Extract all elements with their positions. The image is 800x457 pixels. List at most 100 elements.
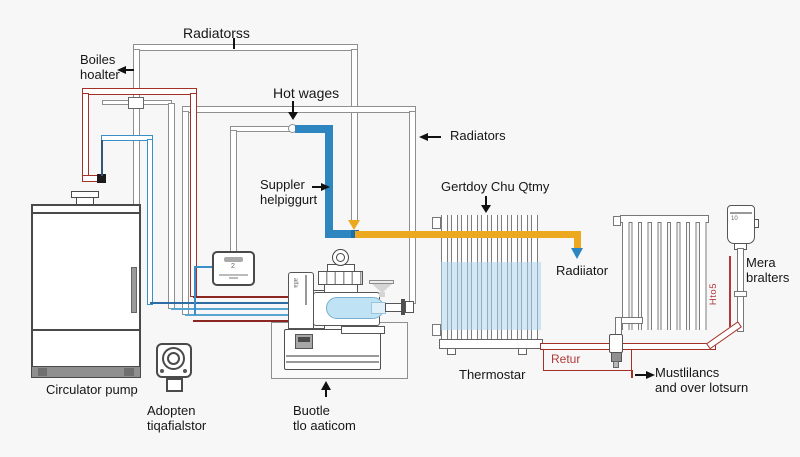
radiator-center-arrow-icon	[481, 205, 491, 213]
thermostat-line	[219, 274, 248, 276]
expansion-tank	[727, 205, 755, 244]
pipe-blue-horizontal	[101, 135, 153, 141]
pump-outlet-cap	[405, 301, 414, 313]
pipe-yellow-drop	[574, 231, 581, 249]
pipe-yellow-horizontal	[355, 231, 581, 238]
boiler-base-notch-right	[124, 368, 134, 376]
tank-marking: 10	[731, 216, 738, 222]
adapter-screw-right	[183, 369, 187, 373]
adapter-foot	[166, 378, 183, 392]
adapter-screw-left	[160, 369, 164, 373]
pipe-red-left-vertical	[82, 93, 89, 182]
wire-cyan-1	[171, 308, 289, 310]
label-radiators-loop: Radiatorss	[183, 25, 250, 41]
pipe-loop-right-vertical	[351, 49, 358, 221]
pipe-hot-blue-vertical	[325, 125, 333, 238]
label-thermostat: Thermostar	[459, 367, 526, 382]
radiators-branch-arrow-stem	[427, 136, 441, 138]
wire-cyan-2	[185, 314, 289, 316]
pipe-loop-left-vertical	[133, 49, 140, 206]
pump-controller	[288, 272, 314, 329]
radiators-branch-arrow-icon	[419, 133, 428, 141]
thermostat-display-value: 2	[231, 263, 235, 270]
thermostat-tick	[229, 277, 238, 279]
wire-thermostat-v	[194, 266, 196, 315]
return-note-arrow-stem	[635, 374, 647, 376]
thermostat-display	[224, 257, 243, 262]
radiator-flow-arrow-icon	[571, 248, 583, 259]
radiator-1-top-cap	[432, 217, 441, 229]
pipe-branch-right-vertical	[409, 111, 416, 304]
label-pump-unit: Buotle tlo aaticom	[293, 403, 356, 433]
radiator-2-left-cap	[613, 216, 621, 226]
adapter-ring-inner	[167, 352, 180, 365]
pump-crown	[318, 271, 363, 285]
pump-crown-neck	[324, 284, 358, 293]
pump-base-chip-bar	[298, 337, 310, 342]
radiator-1-foot-left	[447, 348, 456, 355]
supply-flow-arrow-icon	[348, 220, 360, 230]
pump-base-line-2	[286, 361, 379, 363]
riser-red-line	[729, 256, 731, 327]
pump-unit-arrow-stem	[325, 389, 327, 397]
supply-arrow-stem	[312, 186, 322, 188]
pump-swirl-inner-icon	[336, 253, 345, 262]
label-adapter: Adopten tiqafialstor	[147, 403, 207, 433]
pipe-flange-coupling	[128, 97, 144, 109]
pump-controller-marking: alfa	[292, 278, 298, 288]
return-label-box	[543, 349, 632, 371]
label-return-note: Mustlilancs and over lotsurn	[655, 365, 749, 395]
pipe-hot-blue-bottom	[325, 230, 357, 238]
pipe-blue-riser	[147, 139, 153, 305]
boiler-body	[31, 204, 141, 378]
pipe-thermostat-drop	[230, 130, 237, 252]
pump-unit-arrow-icon	[321, 381, 331, 390]
radiator-1-foot-right	[518, 348, 527, 355]
pump-base-line-1	[286, 355, 379, 357]
pipe-gray-riser-1	[168, 103, 175, 309]
pipe-return-diagonal	[705, 321, 742, 350]
valve-body	[609, 334, 623, 353]
thermostat-controller	[212, 251, 255, 286]
radiator-1-water-level	[441, 262, 541, 330]
pipe-blue-drop-line	[101, 140, 103, 176]
tank-side-tab	[754, 219, 759, 228]
return-note-drop-line	[631, 370, 633, 378]
pipe-gray-riser-2	[182, 111, 189, 315]
pump-funnel	[372, 284, 392, 293]
pipe-branch-horizontal	[182, 106, 416, 113]
label-boiler: Circulator pump	[46, 382, 138, 397]
radiator-2-fins	[622, 222, 708, 330]
boiler-heater-arrow-icon	[117, 66, 126, 74]
boiler-divider-line	[33, 329, 139, 331]
radiator-1-bottom-cap	[432, 324, 441, 336]
valve-stem	[613, 361, 619, 368]
label-riser: Hto5	[708, 283, 719, 306]
pump-lower-step	[341, 326, 385, 334]
pipe-loop-top	[133, 44, 358, 51]
pump-controller-divider	[305, 275, 307, 305]
boiler-base-band	[31, 366, 141, 378]
tank-pipe-upper	[737, 248, 744, 293]
radiators-loop-pointer	[233, 38, 235, 49]
wire-thermostat-h	[194, 266, 212, 268]
pump-outlet-flange	[401, 299, 405, 315]
boiler-door-handle	[131, 267, 137, 313]
wire-blue	[150, 302, 289, 304]
boiler-heater-arrow-stem	[125, 69, 134, 71]
hot-water-arrow-stem	[292, 101, 294, 113]
boiler-base-notch-left	[38, 368, 47, 376]
tank-inner-line	[730, 212, 752, 214]
wire-darkred-2	[193, 320, 289, 322]
label-return-pipe: Retur	[551, 352, 581, 366]
pipe-hot-blue-horizontal	[295, 125, 333, 133]
radiator-center-arrow-stem	[485, 196, 487, 206]
hot-water-arrow-icon	[288, 112, 298, 120]
label-radiator-center: Gertdoy Chu Qtmy	[441, 179, 550, 194]
wire-darkred-1	[193, 296, 289, 298]
label-radiators-branch: Radiators	[450, 128, 506, 143]
boiler-top-line	[33, 212, 139, 214]
pipe-red-top	[82, 88, 197, 95]
boiler-chimney	[76, 197, 94, 205]
